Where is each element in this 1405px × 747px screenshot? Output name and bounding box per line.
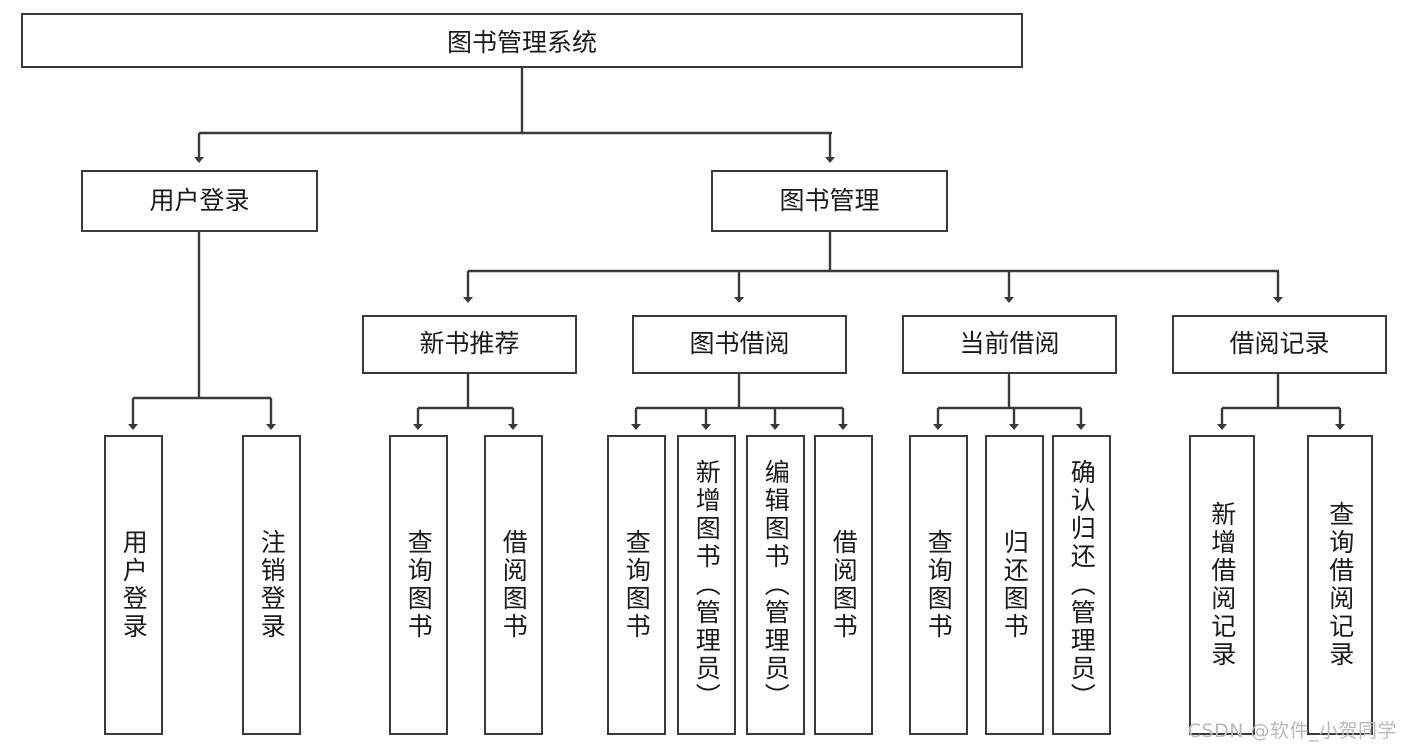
node-current-borrow[interactable]: 当前借阅 [902,315,1117,374]
node-root-system[interactable]: 图书管理系统 [21,13,1023,68]
csdn-watermark: CSDN @软件_小贺同学 [1187,720,1397,742]
node-label: 新增借阅记录 [1207,501,1237,669]
node-user-login[interactable]: 用户登录 [81,170,318,232]
node-label: 借阅图书 [499,529,529,641]
node-label: 注销登录 [257,529,287,641]
node-label: 新增图书（管理员） [692,459,722,711]
leaf-query-book-borrow[interactable]: 查询图书 [607,435,666,735]
node-borrow-record[interactable]: 借阅记录 [1172,315,1387,374]
node-label: 借阅记录 [1229,329,1330,359]
leaf-user-login[interactable]: 用户登录 [104,435,163,735]
node-label: 归还图书 [1000,529,1030,641]
leaf-borrow-book-recommend[interactable]: 借阅图书 [484,435,543,735]
leaf-user-logout[interactable]: 注销登录 [242,435,301,735]
node-book-borrow[interactable]: 图书借阅 [632,315,847,374]
leaf-query-book-recommend[interactable]: 查询图书 [389,435,448,735]
leaf-query-borrow-record[interactable]: 查询借阅记录 [1307,435,1373,735]
node-label: 新书推荐 [419,329,520,359]
leaf-return-book[interactable]: 归还图书 [985,435,1044,735]
node-label: 用户登录 [119,529,149,641]
leaf-query-book-current[interactable]: 查询图书 [909,435,968,735]
node-label: 查询图书 [404,529,434,641]
leaf-add-book-admin[interactable]: 新增图书（管理员） [677,435,736,735]
node-new-book-recommend[interactable]: 新书推荐 [362,315,577,374]
leaf-add-borrow-record[interactable]: 新增借阅记录 [1189,435,1255,735]
node-label: 图书管理 [779,185,880,215]
node-label: 当前借阅 [959,329,1060,359]
node-label: 编辑图书（管理员） [761,459,791,711]
node-label: 查询借阅记录 [1325,501,1355,669]
leaf-confirm-return-admin[interactable]: 确认归还（管理员） [1052,435,1111,735]
leaf-borrow-book[interactable]: 借阅图书 [814,435,873,735]
node-label: 查询图书 [622,529,652,641]
leaf-edit-book-admin[interactable]: 编辑图书（管理员） [746,435,805,735]
node-label: 确认归还（管理员） [1067,459,1097,711]
node-label: 图书借阅 [689,329,790,359]
node-label: 用户登录 [149,185,250,215]
node-label: 查询图书 [924,529,954,641]
node-book-management[interactable]: 图书管理 [711,170,948,232]
node-label: 借阅图书 [829,529,859,641]
node-label: 图书管理系统 [446,27,597,57]
